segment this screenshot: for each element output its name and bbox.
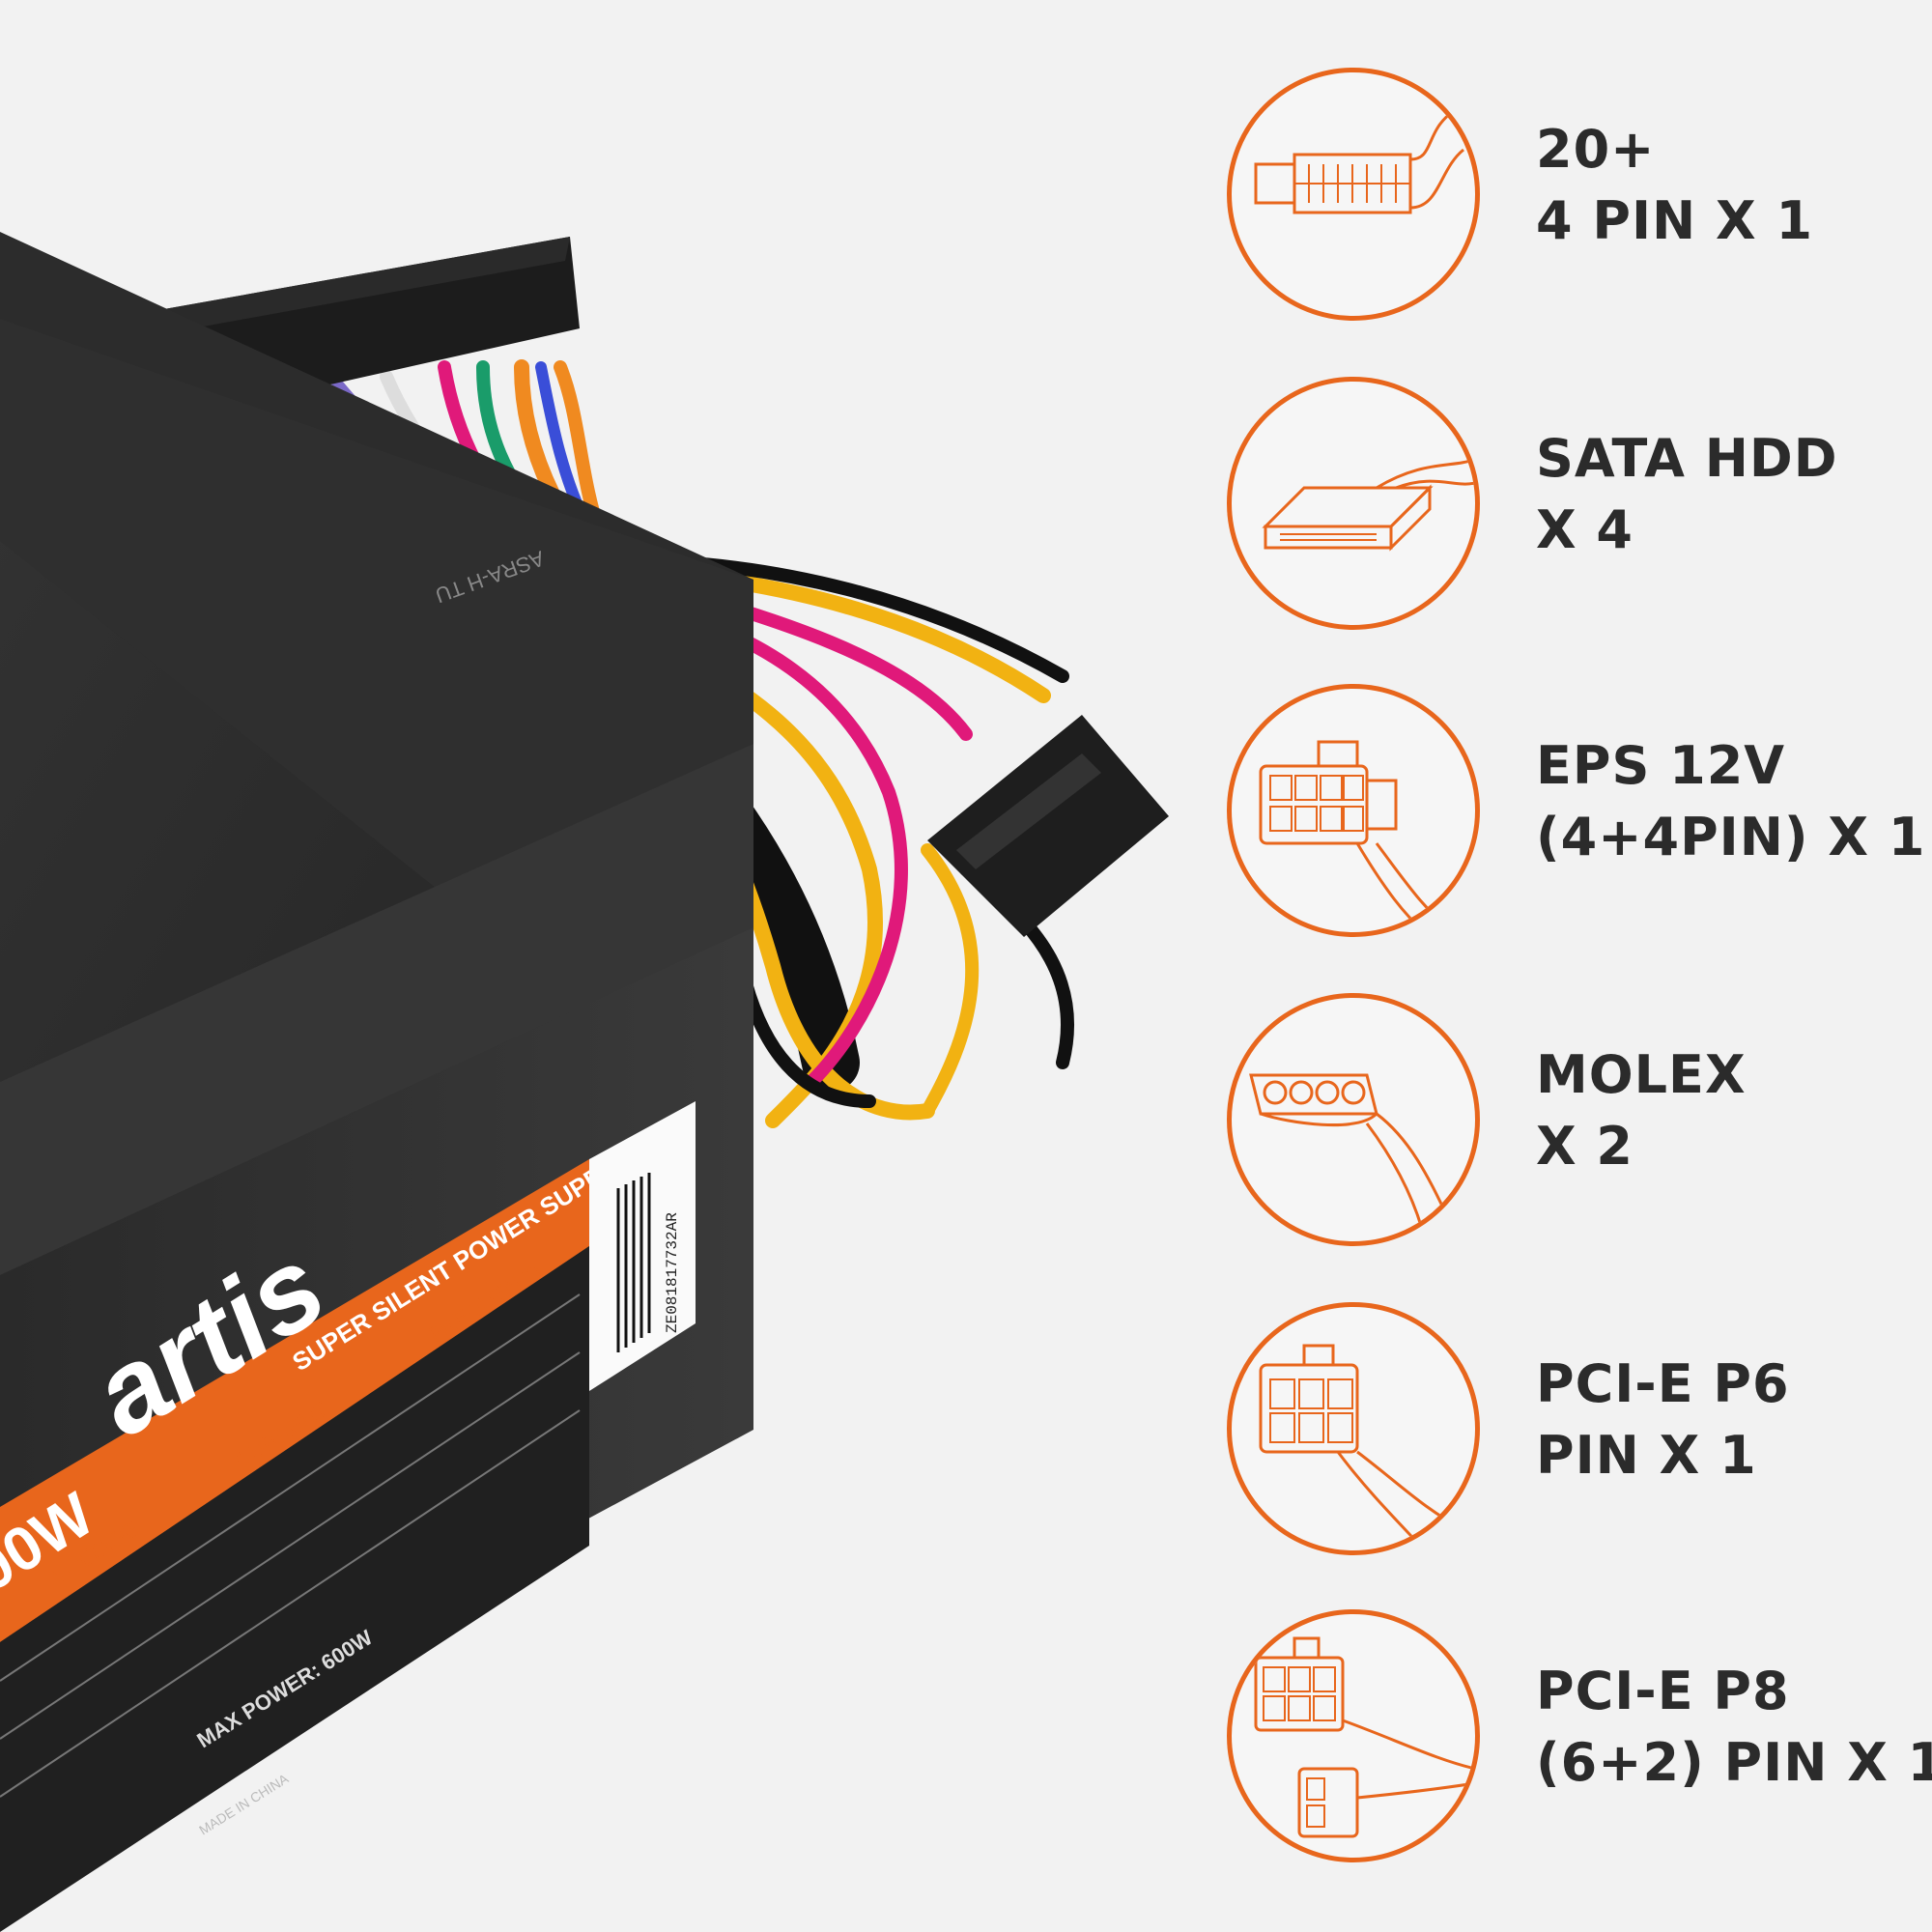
connector-name: SATA HDD (1536, 428, 1838, 489)
connector-label: 20+ 4 PIN X 1 (1536, 114, 1813, 257)
connector-label: PCI-E P8 (6+2) PIN X 1 (1536, 1656, 1932, 1799)
connector-row-atx: 20+ 4 PIN X 1 (1227, 68, 1903, 328)
connector-row-molex: MOLEX X 2 (1227, 993, 1903, 1254)
connector-name: PCI-E P8 (1536, 1661, 1790, 1721)
connector-count: PIN X 1 (1536, 1425, 1757, 1486)
connector-name: EPS 12V (1536, 735, 1786, 796)
pcie-8pin-connector-icon (1227, 1609, 1480, 1862)
connector-row-sata: SATA HDD X 4 (1227, 377, 1903, 638)
product-label-band (0, 1159, 589, 1642)
connector-label: PCI-E P6 PIN X 1 (1536, 1349, 1790, 1492)
connector-label: MOLEX X 2 (1536, 1039, 1747, 1182)
connector-name: MOLEX (1536, 1044, 1747, 1105)
connector-count: X 2 (1536, 1116, 1634, 1177)
molex-connector-icon (1227, 993, 1480, 1246)
power-supply-photo: artis SUPER SILENT POWER SUPPLY 00W VOLT… (0, 232, 1169, 1932)
eps-8pin-connector-icon (1227, 684, 1480, 937)
serial-number: ZE081817732AR (664, 1212, 681, 1333)
connector-name: 20+ (1536, 119, 1656, 180)
connector-row-eps: EPS 12V (4+4PIN) X 1 (1227, 684, 1924, 945)
connector-count: X 4 (1536, 499, 1634, 560)
connector-count: (6+2) PIN X 1 (1536, 1732, 1932, 1793)
sata-connector-icon (1227, 377, 1480, 630)
connector-row-pcie6: PCI-E P6 PIN X 1 (1227, 1302, 1903, 1563)
pcie-6pin-connector-icon (1227, 1302, 1480, 1555)
serial-sticker: ZE081817732AR (589, 1101, 696, 1391)
connector-count: 4 PIN X 1 (1536, 190, 1814, 251)
connector-row-pcie8: PCI-E P8 (6+2) PIN X 1 (1227, 1609, 1932, 1870)
connector-count: (4+4PIN) X 1 (1536, 807, 1926, 867)
connector-name: PCI-E P6 (1536, 1353, 1790, 1414)
atx-24pin-connector-icon (1227, 68, 1480, 321)
sata-plug (927, 715, 1169, 937)
connector-label: EPS 12V (4+4PIN) X 1 (1536, 730, 1925, 873)
connector-label: SATA HDD X 4 (1536, 423, 1838, 566)
